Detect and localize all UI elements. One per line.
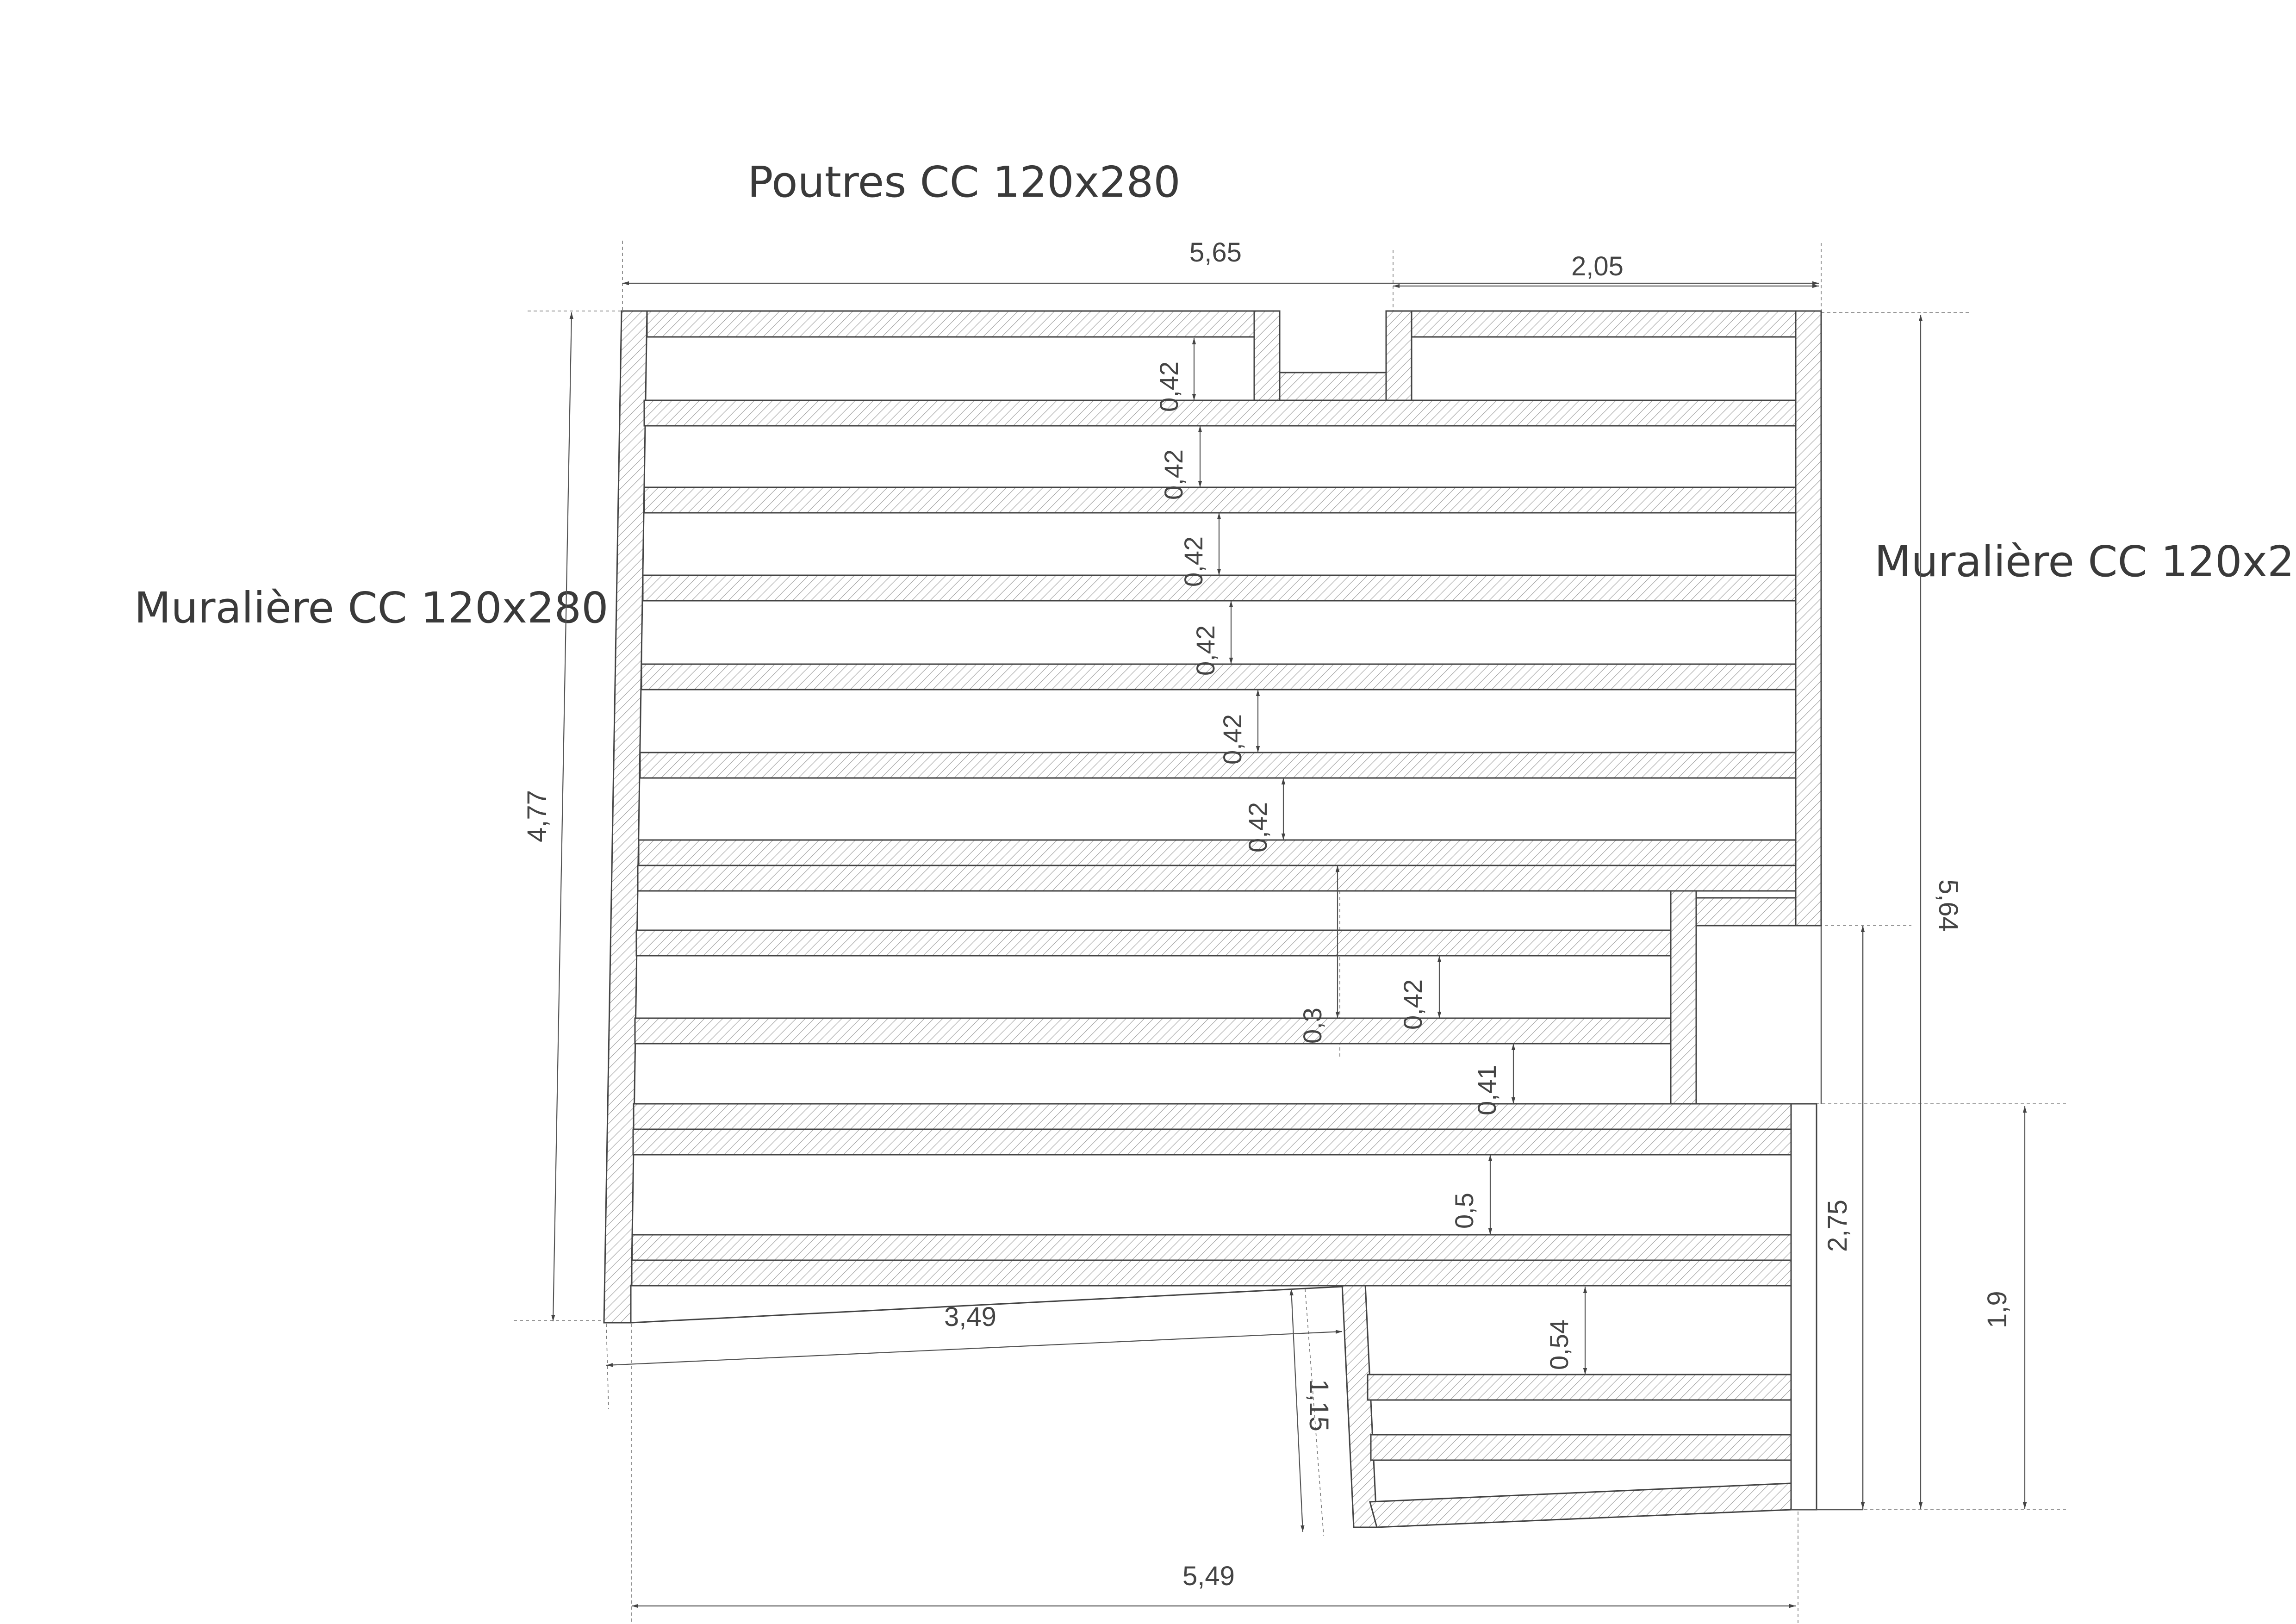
joist <box>638 839 1797 866</box>
wall-plates <box>603 310 1822 1528</box>
dim-spacing-11: 0,54 <box>1544 1319 1574 1370</box>
dim-spacing-7: 0,3 <box>1298 1008 1327 1044</box>
top-notch-post-left <box>1253 310 1281 401</box>
notch-slanted-plate <box>1341 1283 1378 1528</box>
top-beam-left <box>646 310 1278 338</box>
dim-top-total: 5,65 <box>1189 237 1242 268</box>
joist <box>643 486 1797 514</box>
step-plate-horizontal <box>1695 897 1797 927</box>
joist <box>642 574 1797 602</box>
dim-spacing-10: 0,5 <box>1450 1193 1479 1229</box>
dim-right-bottom: 1,9 <box>1982 1291 2012 1328</box>
joist <box>634 1017 1672 1045</box>
joist <box>639 752 1797 779</box>
dim-right-lower: 2,75 <box>1823 1200 1853 1252</box>
dim-spacing-8: 0,42 <box>1398 979 1427 1030</box>
dimension-lines <box>551 281 2027 1608</box>
joist <box>641 663 1797 691</box>
joist <box>631 1234 1792 1261</box>
beams-title: Poutres CC 120x280 <box>747 157 1181 207</box>
joist <box>635 929 1672 957</box>
right-wall-plate-upper <box>1795 310 1822 927</box>
dim-bottom-width: 5,49 <box>1182 1561 1235 1591</box>
bottom-slanted-plate <box>1369 1482 1792 1528</box>
left-wall-plate-title: Muralière CC 120x280 <box>134 583 609 633</box>
dim-slant-bottom: 3,49 <box>944 1302 996 1332</box>
step-plate-vertical <box>1670 890 1697 1105</box>
dim-top-right: 2,05 <box>1571 251 1624 281</box>
joist <box>1367 1374 1792 1401</box>
dim-spacing-3: 0,42 <box>1179 536 1208 587</box>
dim-notch-height: 1,15 <box>1304 1379 1334 1431</box>
joist <box>632 1128 1792 1156</box>
joists <box>631 399 1797 1461</box>
dim-right-height: 5,64 <box>1933 879 1963 932</box>
right-wall-plate-title: Muralière CC 120x280 <box>1874 537 2296 586</box>
dim-left-height: 4,77 <box>522 790 552 842</box>
top-beam-right <box>1411 310 1822 338</box>
dim-spacing-1: 0,42 <box>1154 361 1183 412</box>
joist <box>643 399 1797 427</box>
joist <box>631 1259 1792 1287</box>
dim-spacing-6: 0,42 <box>1243 802 1272 852</box>
dim-spacing-5: 0,42 <box>1218 714 1247 765</box>
joist <box>637 865 1797 892</box>
dim-spacing-2: 0,42 <box>1159 449 1188 500</box>
left-wall-plate <box>603 310 648 1324</box>
top-notch-bottom <box>1279 372 1387 401</box>
right-wall-lower <box>1790 1103 1817 1511</box>
joist <box>633 1103 1792 1130</box>
joist <box>1370 1434 1792 1461</box>
dim-spacing-4: 0,42 <box>1191 625 1220 676</box>
top-notch-post-right <box>1385 310 1412 401</box>
dim-spacing-9: 0,41 <box>1472 1065 1501 1115</box>
dimension-labels: 5,65 2,05 4,77 5,64 2,75 1,9 5,49 3,49 1… <box>522 237 2012 1591</box>
